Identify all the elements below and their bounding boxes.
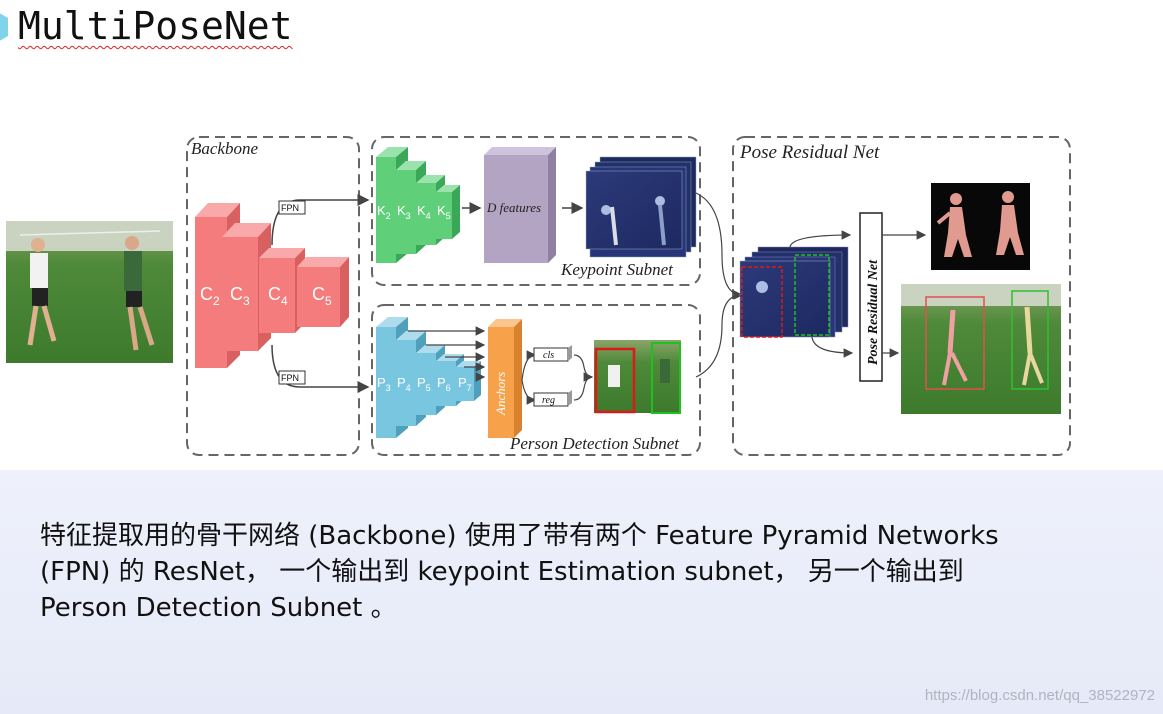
combined-feature-stack — [739, 246, 849, 338]
svg-text:C5: C5 — [312, 284, 332, 308]
slide-title: MultiPoseNet — [18, 4, 293, 48]
caption-line-3: Person Detection Subnet 。 — [40, 593, 397, 623]
person-detection-subnet-label: Person Detection Subnet — [509, 434, 680, 453]
caption-line-1: 特征提取用的骨干网络 (Backbone) 使用了带有两个 Feature Py… — [40, 521, 999, 551]
svg-text:K5: K5 — [437, 203, 451, 221]
pose-residual-net-label: Pose Residual Net — [739, 142, 880, 163]
svg-text:cls: cls — [543, 350, 554, 361]
pose-residual-group — [732, 136, 1071, 456]
detection-blocks: P3 P4 P5 P6 P7 — [376, 317, 481, 438]
backbone-blocks: C2 C3 C4 C5 — [195, 203, 349, 368]
input-photo — [6, 221, 173, 363]
svg-text:D features: D features — [486, 200, 541, 215]
svg-text:reg: reg — [542, 395, 555, 406]
detection-output-image — [594, 340, 681, 414]
d-features-block: D features — [484, 147, 556, 263]
reg-box: reg — [533, 390, 572, 407]
svg-text:C3: C3 — [230, 284, 250, 308]
svg-text:Anchors: Anchors — [493, 372, 508, 416]
svg-text:P5: P5 — [417, 375, 431, 393]
hexagon-decoration-icon — [0, 13, 8, 41]
svg-text:Pose Residual Net: Pose Residual Net — [866, 259, 881, 365]
svg-text:K3: K3 — [397, 203, 411, 221]
svg-text:P4: P4 — [397, 375, 411, 393]
svg-text:P3: P3 — [377, 375, 391, 393]
caption-paragraph: 特征提取用的骨干网络 (Backbone) 使用了带有两个 Feature Py… — [40, 518, 1110, 626]
fpn-label-top: FPN — [281, 203, 299, 213]
watermark: https://blog.csdn.net/qq_38522972 — [924, 687, 1155, 704]
keypoint-blocks: K2 K3 K4 K5 — [376, 147, 460, 263]
cls-box: cls — [533, 345, 572, 362]
pose-mask-output — [931, 183, 1030, 270]
fpn-label-bottom: FPN — [281, 373, 299, 383]
keypoint-subnet-group — [371, 136, 701, 286]
svg-text:K4: K4 — [417, 203, 431, 221]
final-pose-output-image — [901, 284, 1061, 414]
svg-text:K2: K2 — [377, 203, 391, 221]
person-detection-group — [371, 304, 701, 456]
keypoint-subnet-label: Keypoint Subnet — [560, 260, 674, 279]
svg-text:C4: C4 — [268, 284, 288, 308]
anchors-block: Anchors — [488, 319, 522, 438]
svg-text:C2: C2 — [200, 284, 220, 308]
backbone-label: Backbone — [191, 139, 258, 158]
backbone-group — [186, 136, 360, 456]
pose-residual-net-box: Pose Residual Net — [859, 212, 883, 382]
svg-text:P7: P7 — [458, 375, 472, 393]
multiposenet-architecture-diagram: Backbone Pose Residual Net C2 C3 C4 C5 F… — [0, 95, 1080, 470]
caption-line-2: (FPN) 的 ResNet， 一个输出到 keypoint Estimatio… — [40, 557, 964, 587]
keypoint-heatmap-stack — [585, 156, 697, 258]
svg-text:P6: P6 — [437, 375, 451, 393]
